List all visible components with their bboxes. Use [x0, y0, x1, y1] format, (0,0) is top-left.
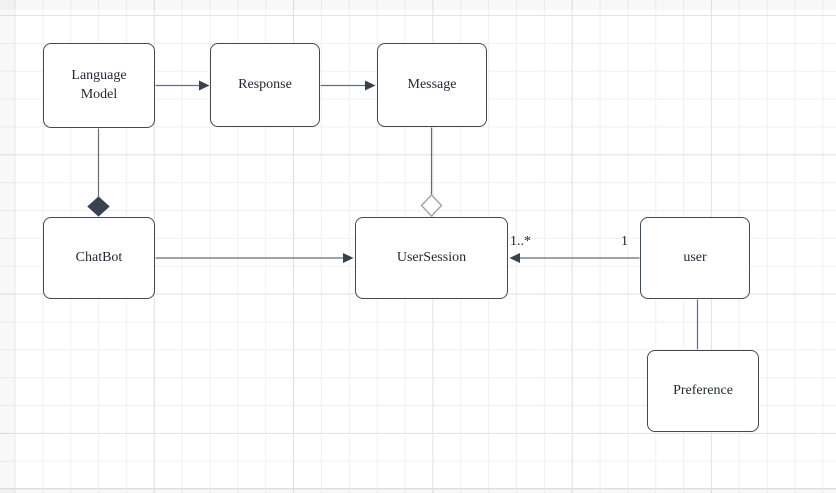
arrowhead-icon	[365, 80, 376, 91]
node-label: UserSession	[396, 249, 467, 265]
edge-message-usersession-aggregation[interactable]	[420, 127, 443, 217]
node-label: user	[683, 249, 707, 265]
node-user[interactable]: user	[640, 217, 750, 299]
arrowhead-icon	[199, 80, 210, 91]
arrowhead-icon	[343, 253, 354, 263]
composition-diamond-icon	[87, 196, 110, 217]
multiplicity-label-user: 1	[621, 234, 628, 249]
node-language-model[interactable]: Language Model	[43, 43, 155, 128]
multiplicity-label-usersession: 1..*	[510, 234, 531, 249]
node-label: Message	[407, 76, 457, 92]
arrowhead-icon	[509, 253, 520, 263]
node-label: Preference	[673, 382, 733, 398]
aggregation-diamond-icon	[420, 194, 443, 217]
node-message[interactable]: Message	[377, 43, 487, 127]
edge-chatbot-usersession[interactable]	[155, 253, 354, 263]
edge-user-usersession[interactable]	[509, 253, 640, 263]
node-label: Response	[238, 76, 292, 92]
edge-languagemodel-response[interactable]	[155, 80, 210, 91]
node-label: ChatBot	[75, 249, 123, 265]
node-preference[interactable]: Preference	[647, 350, 759, 432]
node-label: Language Model	[71, 68, 127, 102]
node-chatbot[interactable]: ChatBot	[43, 217, 155, 299]
edge-languagemodel-chatbot-composition[interactable]	[87, 128, 110, 217]
edge-response-message[interactable]	[320, 80, 376, 91]
node-response[interactable]: Response	[210, 43, 320, 127]
node-user-session[interactable]: UserSession	[355, 217, 508, 299]
